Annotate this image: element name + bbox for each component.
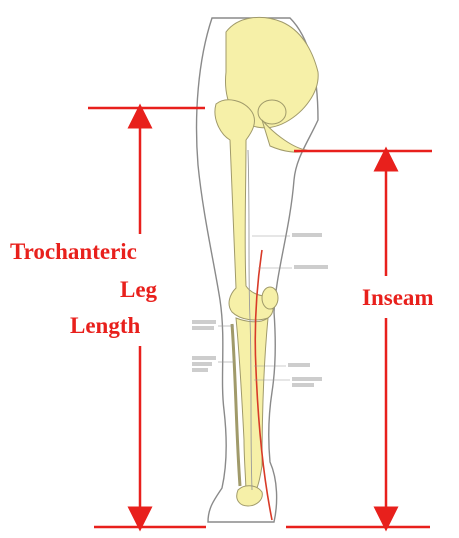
patella-bone <box>262 287 278 309</box>
inseam-label: Inseam <box>362 286 434 309</box>
trochanteric-label-line3: Length <box>70 314 140 337</box>
trochanteric-label-line2: Leg <box>120 278 157 301</box>
trochanteric-label-line1: Trochanteric <box>10 240 137 263</box>
